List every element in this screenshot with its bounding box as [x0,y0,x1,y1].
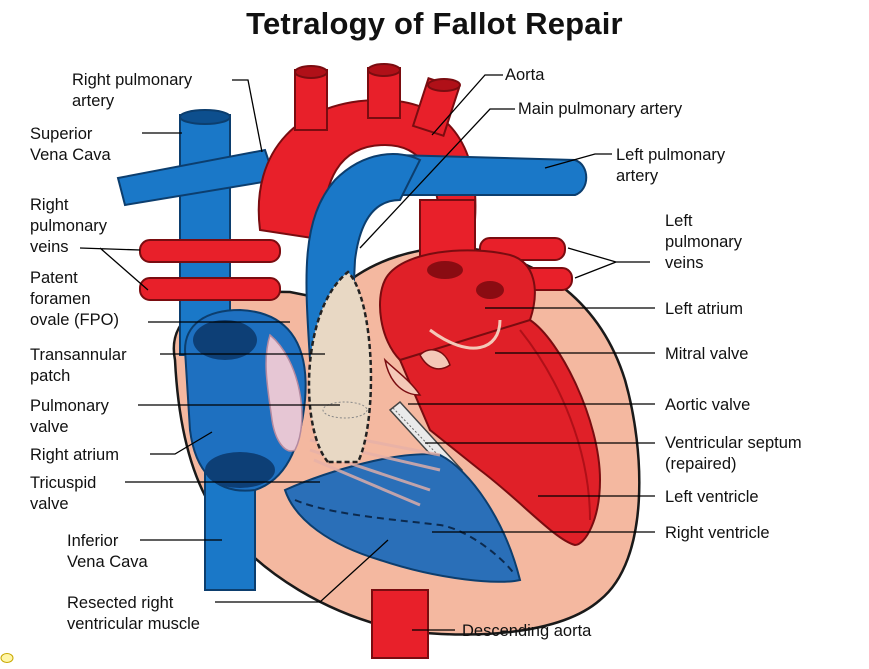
leader-resected-muscle [215,539,389,603]
leader-main-pulmonary-artery [359,108,515,249]
label-aorta: Aorta [505,66,545,84]
leader-left-pulmonary-veins [567,247,650,279]
label-transannular-patch: Transannular patch [30,346,127,385]
leader-right-pulmonary-artery [232,79,263,153]
slide-nav-icon[interactable] [0,652,14,664]
label-resected-rv-muscle: Resected right ventricular muscle [67,594,200,633]
right-pulmonary-vein-lower [139,277,281,301]
mitral-valve [419,349,451,370]
label-main-pulmonary-artery: Main pulmonary artery [518,100,683,118]
label-descending-aorta: Descending aorta [462,622,592,640]
leader-right-atrium [150,431,213,455]
label-right-ventricle: Right ventricle [665,524,770,542]
label-right-pulmonary-veins: Right pulmonary veins [30,196,108,256]
transannular-patch [307,270,373,464]
label-right-atrium: Right atrium [30,446,119,464]
right-pulmonary-vein-upper [139,239,281,263]
label-pulmonary-valve: Pulmonary valve [30,397,109,436]
label-right-pulmonary-artery: Right pulmonary artery [72,71,193,110]
right-ventricle [283,453,522,583]
leader-right-pulmonary-veins [79,247,149,291]
label-ventricular-septum: Ventricular septum (repaired) [665,434,802,473]
resected-muscle-outline [294,499,516,576]
descending-aorta [371,589,429,659]
label-mitral-valve: Mitral valve [665,345,749,363]
diagram-title: Tetralogy of Fallot Repair [246,6,623,41]
label-aortic-valve: Aortic valve [665,396,751,414]
leader-aorta [431,74,503,136]
label-left-pulmonary-veins: Left pulmonary veins [665,212,743,272]
tricuspid-valve-leaflets [265,333,303,452]
left-pulmonary-artery [394,153,588,196]
label-left-atrium: Left atrium [665,300,743,318]
label-superior-vena-cava: Superior Vena Cava [30,125,111,164]
label-inferior-vena-cava: Inferior Vena Cava [67,532,148,571]
label-left-ventricle: Left ventricle [665,488,759,506]
label-patent-foramen-ovale: Patent foramen ovale (FPO) [30,269,119,329]
label-tricuspid-valve: Tricuspid valve [30,474,97,513]
leader-left-pulmonary-artery [544,153,612,169]
label-left-pulmonary-artery: Left pulmonary artery [616,146,726,185]
aortic-valve [383,357,422,396]
